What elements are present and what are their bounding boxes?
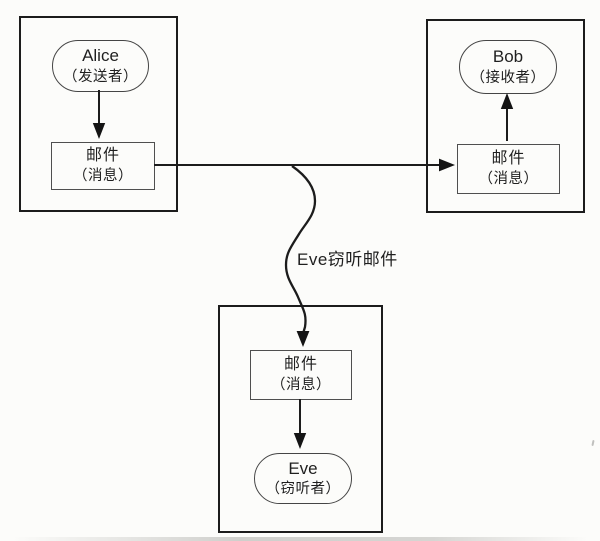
eve-node: Eve （窃听者） — [254, 453, 352, 504]
alice-panel: Alice （发送者） 邮件 （消息） — [19, 16, 178, 212]
alice-message-line2: （消息） — [73, 167, 133, 184]
alice-name: Alice — [82, 46, 119, 66]
eve-message-box: 邮件 （消息） — [250, 350, 352, 400]
eve-message-line2: （消息） — [271, 376, 331, 393]
scan-artifact-mark — [591, 439, 595, 447]
bob-message-box: 邮件 （消息） — [457, 144, 560, 194]
bob-panel: Bob （接收者） 邮件 （消息） — [426, 19, 585, 213]
arrow-channel-alice-to-bob — [154, 158, 455, 172]
eve-role: （窃听者） — [265, 481, 341, 498]
eve-name: Eve — [288, 458, 318, 478]
bob-node: Bob （接收者） — [459, 40, 557, 94]
eve-panel: 邮件 （消息） Eve （窃听者） — [218, 305, 383, 533]
bob-role: （接收者） — [470, 69, 546, 86]
alice-node: Alice （发送者） — [52, 40, 149, 92]
bob-message-line1: 邮件 — [491, 150, 526, 168]
alice-message-box: 邮件 （消息） — [51, 142, 155, 190]
eavesdrop-label: Eve窃听邮件 — [297, 250, 398, 269]
bob-name: Bob — [492, 47, 524, 67]
scan-artifact-bottom — [0, 537, 600, 541]
bob-message-line2: （消息） — [478, 170, 539, 187]
eve-message-line1: 邮件 — [283, 356, 318, 374]
alice-message-line1: 邮件 — [85, 147, 120, 165]
alice-role: （发送者） — [63, 68, 138, 85]
